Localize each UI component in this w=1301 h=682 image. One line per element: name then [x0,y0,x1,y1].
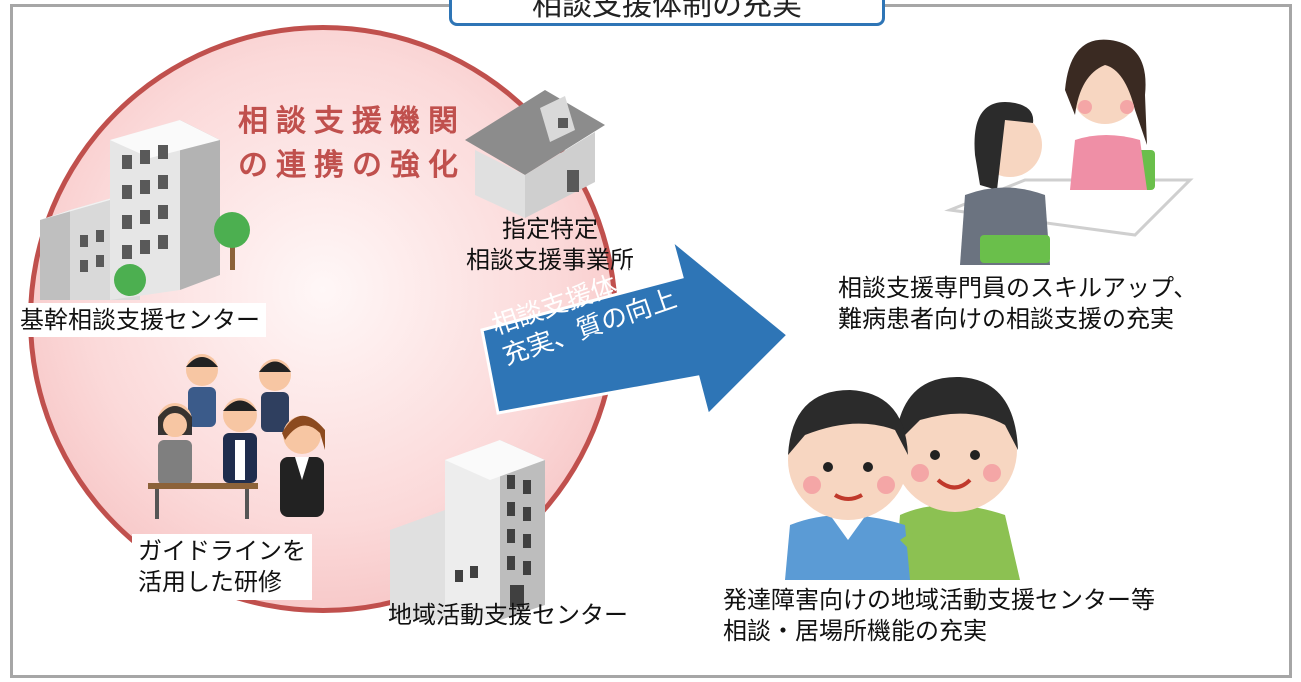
designated-office-line1: 指定特定 [502,215,598,243]
base-center-label: 基幹相談支援センター [14,303,266,337]
outcome-top-line2: 難病患者向けの相談支援の充実 [838,305,1174,333]
training-line2: 活用した研修 [138,568,282,596]
designated-office-line2: 相談支援事業所 [466,246,634,274]
outcome-top-line1: 相談支援専門員のスキルアップ、 [838,274,1198,302]
training-label: ガイドラインを 活用した研修 [132,534,312,600]
improvement-arrow [480,235,791,418]
circle-title-line1: 相談支援機関 [238,104,466,139]
outcome-bottom-text: 発達障害向けの地域活動支援センター等 相談・居場所機能の充実 [723,585,1155,647]
house-illustration [465,90,605,218]
circle-title-line2: の連携の強化 [238,148,466,183]
support-boys-illustration [785,376,1020,580]
page-title: 相談支援体制の充実 [449,0,885,26]
outcome-bottom-line2: 相談・居場所機能の充実 [723,617,987,645]
office-buildings-illustration [40,120,250,300]
training-line1: ガイドラインを [138,537,306,565]
designated-office-label: 指定特定 相談支援事業所 [455,214,645,276]
outcome-top-text: 相談支援専門員のスキルアップ、 難病患者向けの相談支援の充実 [838,273,1197,335]
training-group-illustration [148,354,325,519]
regional-center-building-illustration [390,440,545,620]
outcome-bottom-line1: 発達障害向けの地域活動支援センター等 [723,586,1155,614]
regional-center-label: 地域活動支援センター [388,601,628,629]
circle-title: 相談支援機関 の連携の強化 [238,100,466,188]
consultation-illustration [944,39,1194,265]
